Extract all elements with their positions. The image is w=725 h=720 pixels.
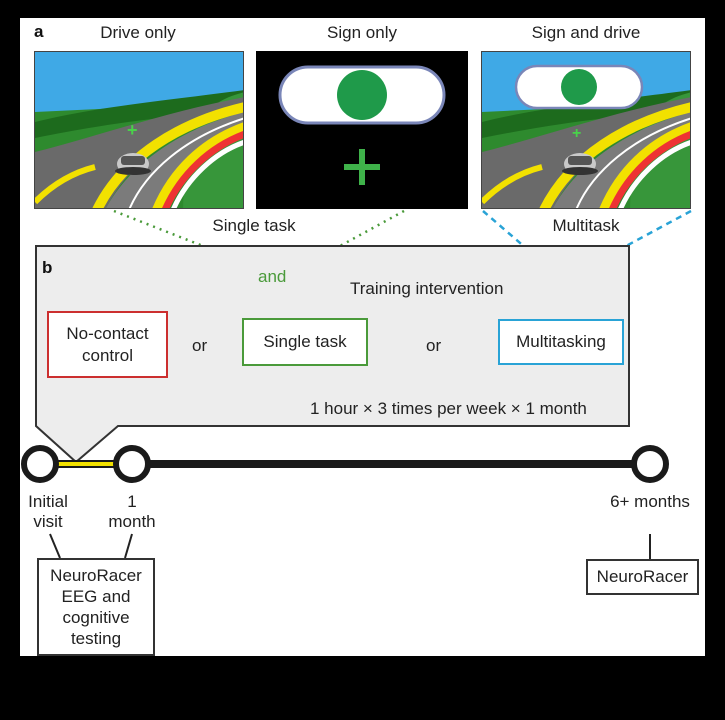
- option-single-task: Single task: [242, 318, 368, 366]
- option-multitasking-label: Multitasking: [516, 332, 606, 352]
- title-sign-and-drive: Sign and drive: [531, 23, 641, 42]
- connector-1-month: [124, 533, 133, 559]
- timepoint-6-months: [631, 445, 669, 483]
- timepoint-initial: [21, 445, 59, 483]
- option-no-contact-control-label: No-contact control: [66, 324, 149, 365]
- figure-panel: a Drive only Sign only Sign and drive +: [20, 18, 705, 656]
- training-intervention-heading: Training intervention: [350, 279, 504, 298]
- drive-only-screen: +: [34, 51, 244, 209]
- title-sign-only: Sign only: [327, 23, 397, 42]
- svg-text:+: +: [127, 120, 138, 140]
- and-label: and: [258, 267, 287, 286]
- or-label-2: or: [426, 336, 442, 355]
- timepoint-label-1-month: 1 month: [108, 492, 156, 532]
- road-scene-sign-drive: +: [482, 52, 690, 208]
- panel-a-letter: a: [34, 22, 44, 41]
- sign-only-screen: [256, 51, 468, 209]
- option-single-task-label: Single task: [263, 332, 347, 352]
- option-no-contact-control: No-contact control: [47, 311, 168, 378]
- initial-testing-box: NeuroRacer EEG and cognitive testing: [37, 558, 155, 656]
- road-scene-drive: +: [35, 52, 243, 208]
- option-multitasking: Multitasking: [498, 319, 624, 365]
- timepoint-1-month: [113, 445, 151, 483]
- sign-scene: [278, 65, 446, 185]
- single-task-label: Single task: [212, 216, 296, 235]
- multitask-label: Multitask: [552, 216, 620, 235]
- panel-b-letter: b: [42, 258, 53, 277]
- sign-circle: [337, 70, 387, 120]
- connector-initial: [49, 533, 61, 559]
- timepoint-label-initial: Initial visit: [28, 492, 68, 532]
- initial-testing-box-label: NeuroRacer EEG and cognitive testing: [50, 565, 142, 649]
- timepoint-label-6-months: 6+ months: [610, 492, 690, 511]
- followup-testing-box-label: NeuroRacer: [596, 567, 689, 587]
- title-drive-only: Drive only: [100, 23, 176, 42]
- svg-text:+: +: [572, 125, 581, 142]
- training-schedule: 1 hour × 3 times per week × 1 month: [310, 399, 587, 418]
- or-label-1: or: [192, 336, 208, 355]
- sign-and-drive-screen: +: [481, 51, 691, 209]
- followup-testing-box: NeuroRacer: [586, 559, 699, 595]
